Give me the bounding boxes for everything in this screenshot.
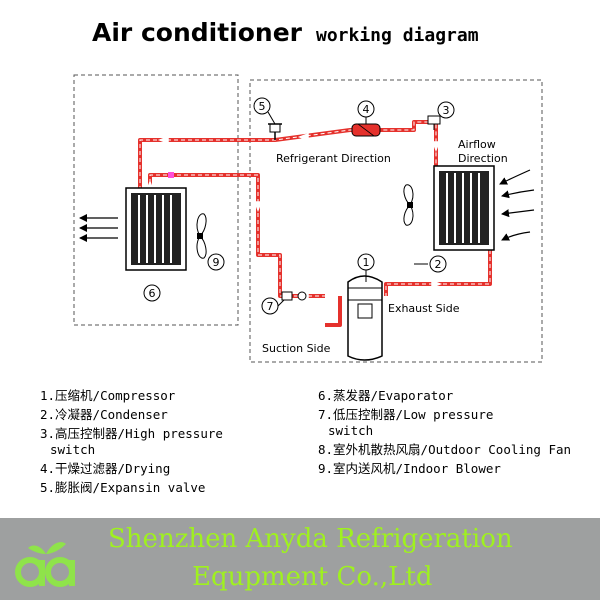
outdoor-cooling-fan-icon xyxy=(403,184,414,226)
company-logo xyxy=(15,542,75,587)
marker-9-text: 9 xyxy=(213,256,220,269)
marker-1-text: 1 xyxy=(363,256,370,269)
airflow-direction-label: Direction xyxy=(458,152,508,165)
indoor-blower-fan-icon xyxy=(196,213,207,259)
airflow-label: Airflow xyxy=(458,138,496,151)
suction-side-label: Suction Side xyxy=(262,342,331,355)
legend-item: 9.室内送风机/Indoor Blower xyxy=(318,461,571,477)
marker-1: 1 xyxy=(357,253,375,271)
legend-item-text: 5.膨胀阀/Expansin valve xyxy=(40,480,206,495)
low-pressure-switch xyxy=(281,291,307,301)
marker-2: 2 xyxy=(429,255,447,273)
legend-item: 5.膨胀阀/Expansin valve xyxy=(40,480,223,496)
marker-6-text: 6 xyxy=(149,287,156,300)
legend-item: 8.室外机散热风扇/Outdoor Cooling Fan xyxy=(318,442,571,458)
company-name-line2: Equpment Co.,Ltd xyxy=(192,562,433,592)
pipe-sensor xyxy=(168,172,174,178)
legend-item: 4.干燥过滤器/Drying xyxy=(40,461,223,477)
refrigerant-direction-label: Refrigerant Direction xyxy=(276,152,391,165)
marker-3: 3 xyxy=(437,101,455,119)
legend-left: 1.压缩机/Compressor 2.冷凝器/Condenser 3.高压控制器/H… xyxy=(40,388,223,499)
marker-9: 9 xyxy=(207,253,225,271)
exhaust-side-label: Exhaust Side xyxy=(388,302,460,315)
legend-item-text: 1.压缩机/Compressor xyxy=(40,388,176,403)
legend-item-text: 2.冷凝器/Condenser xyxy=(40,407,168,422)
marker-3-text: 3 xyxy=(443,104,450,117)
title-sub: working diagram xyxy=(316,25,479,46)
legend-item: 1.压缩机/Compressor xyxy=(40,388,223,404)
legend-item-text: 3.高压控制器/High pressure xyxy=(40,426,223,441)
expansion-valve xyxy=(268,123,282,140)
marker-4: 4 xyxy=(357,100,375,118)
marker-5: 5 xyxy=(253,97,271,115)
condenser-coil xyxy=(433,165,495,251)
outdoor-unit-boundary xyxy=(249,79,543,363)
marker-2-text: 2 xyxy=(435,258,442,271)
legend-item-continuation: switch xyxy=(50,442,96,457)
legend-item-text: 4.干燥过滤器/Drying xyxy=(40,461,171,476)
marker-4-text: 4 xyxy=(363,103,370,116)
compressor xyxy=(347,275,383,361)
ac-diagram: 1 2 3 4 5 6 7 9 Refrigerant Direction Ai… xyxy=(73,74,543,363)
component-markers: 1 2 3 4 5 6 7 9 xyxy=(143,97,455,315)
marker-6: 6 xyxy=(143,284,161,302)
legend-item: 2.冷凝器/Condenser xyxy=(40,407,223,423)
evaporator-coil xyxy=(125,187,187,271)
title-main: Air conditioner xyxy=(92,18,302,47)
company-footer: Shenzhen Anyda Refrigeration Equpment Co… xyxy=(0,518,600,600)
legend-item-continuation: switch xyxy=(328,423,374,438)
legend-item: 6.蒸发器/Evaporator xyxy=(318,388,571,404)
legend-item-text: 8.室外机散热风扇/Outdoor Cooling Fan xyxy=(318,442,572,457)
marker-7: 7 xyxy=(261,297,279,315)
outdoor-airflow-arrows xyxy=(499,169,535,241)
indoor-airflow-arrows xyxy=(79,214,118,242)
indoor-unit-boundary xyxy=(73,74,239,326)
high-pressure-switch xyxy=(427,115,441,130)
legend-item-text: 9.室内送风机/Indoor Blower xyxy=(318,461,501,476)
legend-item-text: 6.蒸发器/Evaporator xyxy=(318,388,454,403)
drying-filter xyxy=(351,123,381,137)
diagram-title: Air conditioner working diagram xyxy=(92,18,479,47)
marker-5-text: 5 xyxy=(259,100,266,113)
marker-7-text: 7 xyxy=(267,300,274,313)
legend-item-text: 7.低压控制器/Low pressure xyxy=(318,407,494,422)
company-name-line1: Shenzhen Anyda Refrigeration xyxy=(108,524,513,554)
